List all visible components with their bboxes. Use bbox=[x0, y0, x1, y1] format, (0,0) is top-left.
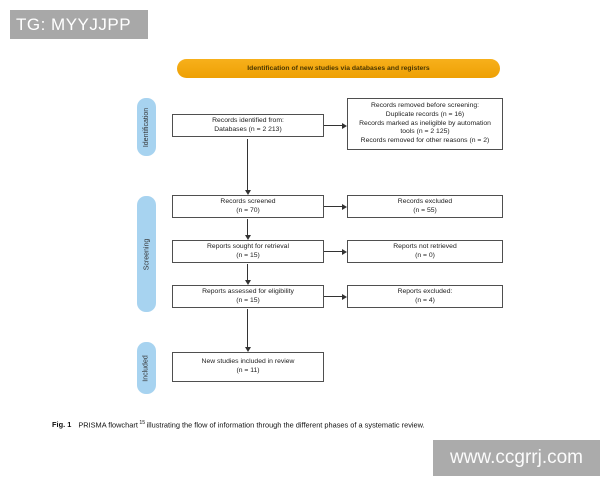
box-reports-excluded: Reports excluded: (n = 4) bbox=[347, 285, 503, 308]
box-line: Records excluded bbox=[397, 197, 453, 205]
figure-caption-text: PRISMA flowchart bbox=[78, 420, 138, 430]
box-line: Reports excluded: bbox=[397, 287, 453, 295]
box-new-studies-included: New studies included in review (n = 11) bbox=[172, 352, 324, 382]
stage-label-identification: Identification bbox=[143, 107, 150, 147]
tg-watermark: TG: MYYJJPP bbox=[10, 10, 148, 39]
figure-caption-text-after: illustrating the flow of information thr… bbox=[146, 420, 425, 430]
box-line: Reports not retrieved bbox=[393, 242, 457, 250]
box-line: Duplicate records (n = 16) bbox=[385, 110, 465, 118]
box-line: (n = 0) bbox=[415, 251, 435, 259]
box-line: Records removed for other reasons (n = 2… bbox=[360, 137, 490, 145]
box-line: Reports sought for retrieval bbox=[207, 242, 289, 250]
figure-caption-reference: 15 bbox=[139, 420, 146, 426]
arrow-right-screened-to-excluded bbox=[324, 203, 347, 211]
box-reports-assessed: Reports assessed for eligibility (n = 15… bbox=[172, 285, 324, 308]
stage-pill-screening: Screening bbox=[137, 196, 156, 312]
arrow-down-screened-to-sought bbox=[244, 219, 252, 240]
box-line: Reports assessed for eligibility bbox=[202, 287, 294, 295]
arrow-right-assessed-to-excluded bbox=[324, 293, 347, 301]
arrow-down-identified-to-screened bbox=[244, 139, 252, 195]
box-reports-sought: Reports sought for retrieval (n = 15) bbox=[172, 240, 324, 263]
box-records-identified: Records identified from: Databases (n = … bbox=[172, 114, 324, 137]
arrow-down-sought-to-assessed bbox=[244, 264, 252, 285]
site-watermark: www.ccgrrj.com bbox=[433, 440, 600, 476]
stage-label-screening: Screening bbox=[143, 238, 150, 270]
stage-pill-identification: Identification bbox=[137, 98, 156, 156]
stage-label-included: Included bbox=[143, 354, 150, 382]
stage-pill-included: Included bbox=[137, 342, 156, 394]
box-line: (n = 70) bbox=[236, 206, 260, 214]
arrow-right-identified-to-removed bbox=[324, 122, 347, 130]
box-line: Records identified from: bbox=[212, 116, 284, 124]
box-line: Databases (n = 2 213) bbox=[214, 125, 282, 133]
banner-identification-of-new-studies: Identification of new studies via databa… bbox=[177, 59, 500, 78]
box-records-screened: Records screened (n = 70) bbox=[172, 195, 324, 218]
figure-caption-label: Fig. 1 bbox=[52, 420, 72, 430]
box-line: Records screened bbox=[220, 197, 276, 205]
box-line: (n = 11) bbox=[236, 367, 260, 374]
arrow-down-assessed-to-included bbox=[244, 309, 252, 352]
arrow-right-sought-to-not-retrieved bbox=[324, 248, 347, 256]
box-line: New studies included in review bbox=[201, 358, 295, 366]
box-line: (n = 4) bbox=[415, 296, 435, 304]
box-line: Records marked as ineligible by automati… bbox=[359, 119, 491, 136]
box-line: (n = 15) bbox=[236, 251, 260, 259]
box-records-excluded: Records excluded (n = 55) bbox=[347, 195, 503, 218]
box-line: (n = 15) bbox=[236, 296, 260, 304]
box-line: Records removed before screening: bbox=[370, 101, 480, 109]
box-records-removed-before-screening: Records removed before screening: Duplic… bbox=[347, 98, 503, 150]
box-line: (n = 55) bbox=[413, 206, 437, 214]
box-reports-not-retrieved: Reports not retrieved (n = 0) bbox=[347, 240, 503, 263]
